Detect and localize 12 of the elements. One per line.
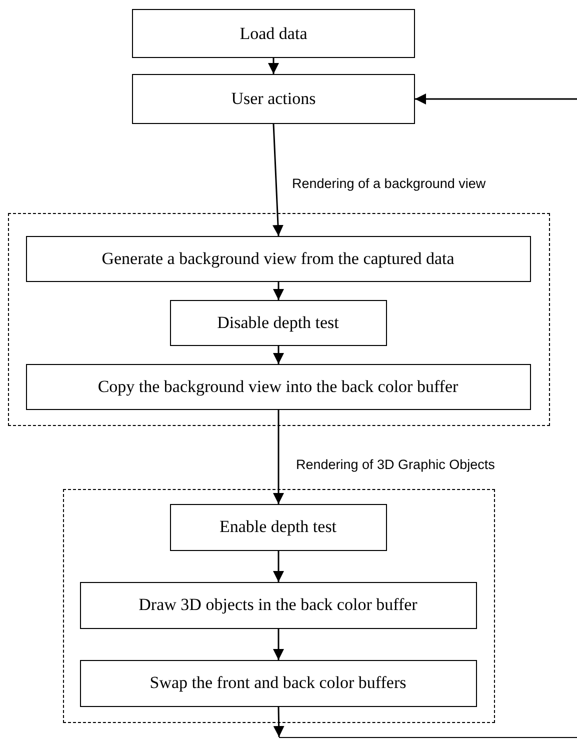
process-box: Enable depth test <box>170 504 386 550</box>
process-box: Load data <box>132 9 415 58</box>
process-box: User actions <box>132 74 415 124</box>
dashed-group-box <box>63 489 495 723</box>
dashed-group-box <box>8 213 550 426</box>
process-box: Draw 3D objects in the back color buffer <box>80 582 476 628</box>
process-box: Disable depth test <box>170 300 386 346</box>
edge-label: Rendering of a background view <box>290 176 488 191</box>
process-box: Generate a background view from the captured data <box>26 236 530 282</box>
process-box: Swap the front and back color buffers <box>80 660 476 706</box>
edge-label: Rendering of 3D Graphic Objects <box>294 457 497 472</box>
process-box: Copy the background view into the back color buffer <box>26 364 530 410</box>
